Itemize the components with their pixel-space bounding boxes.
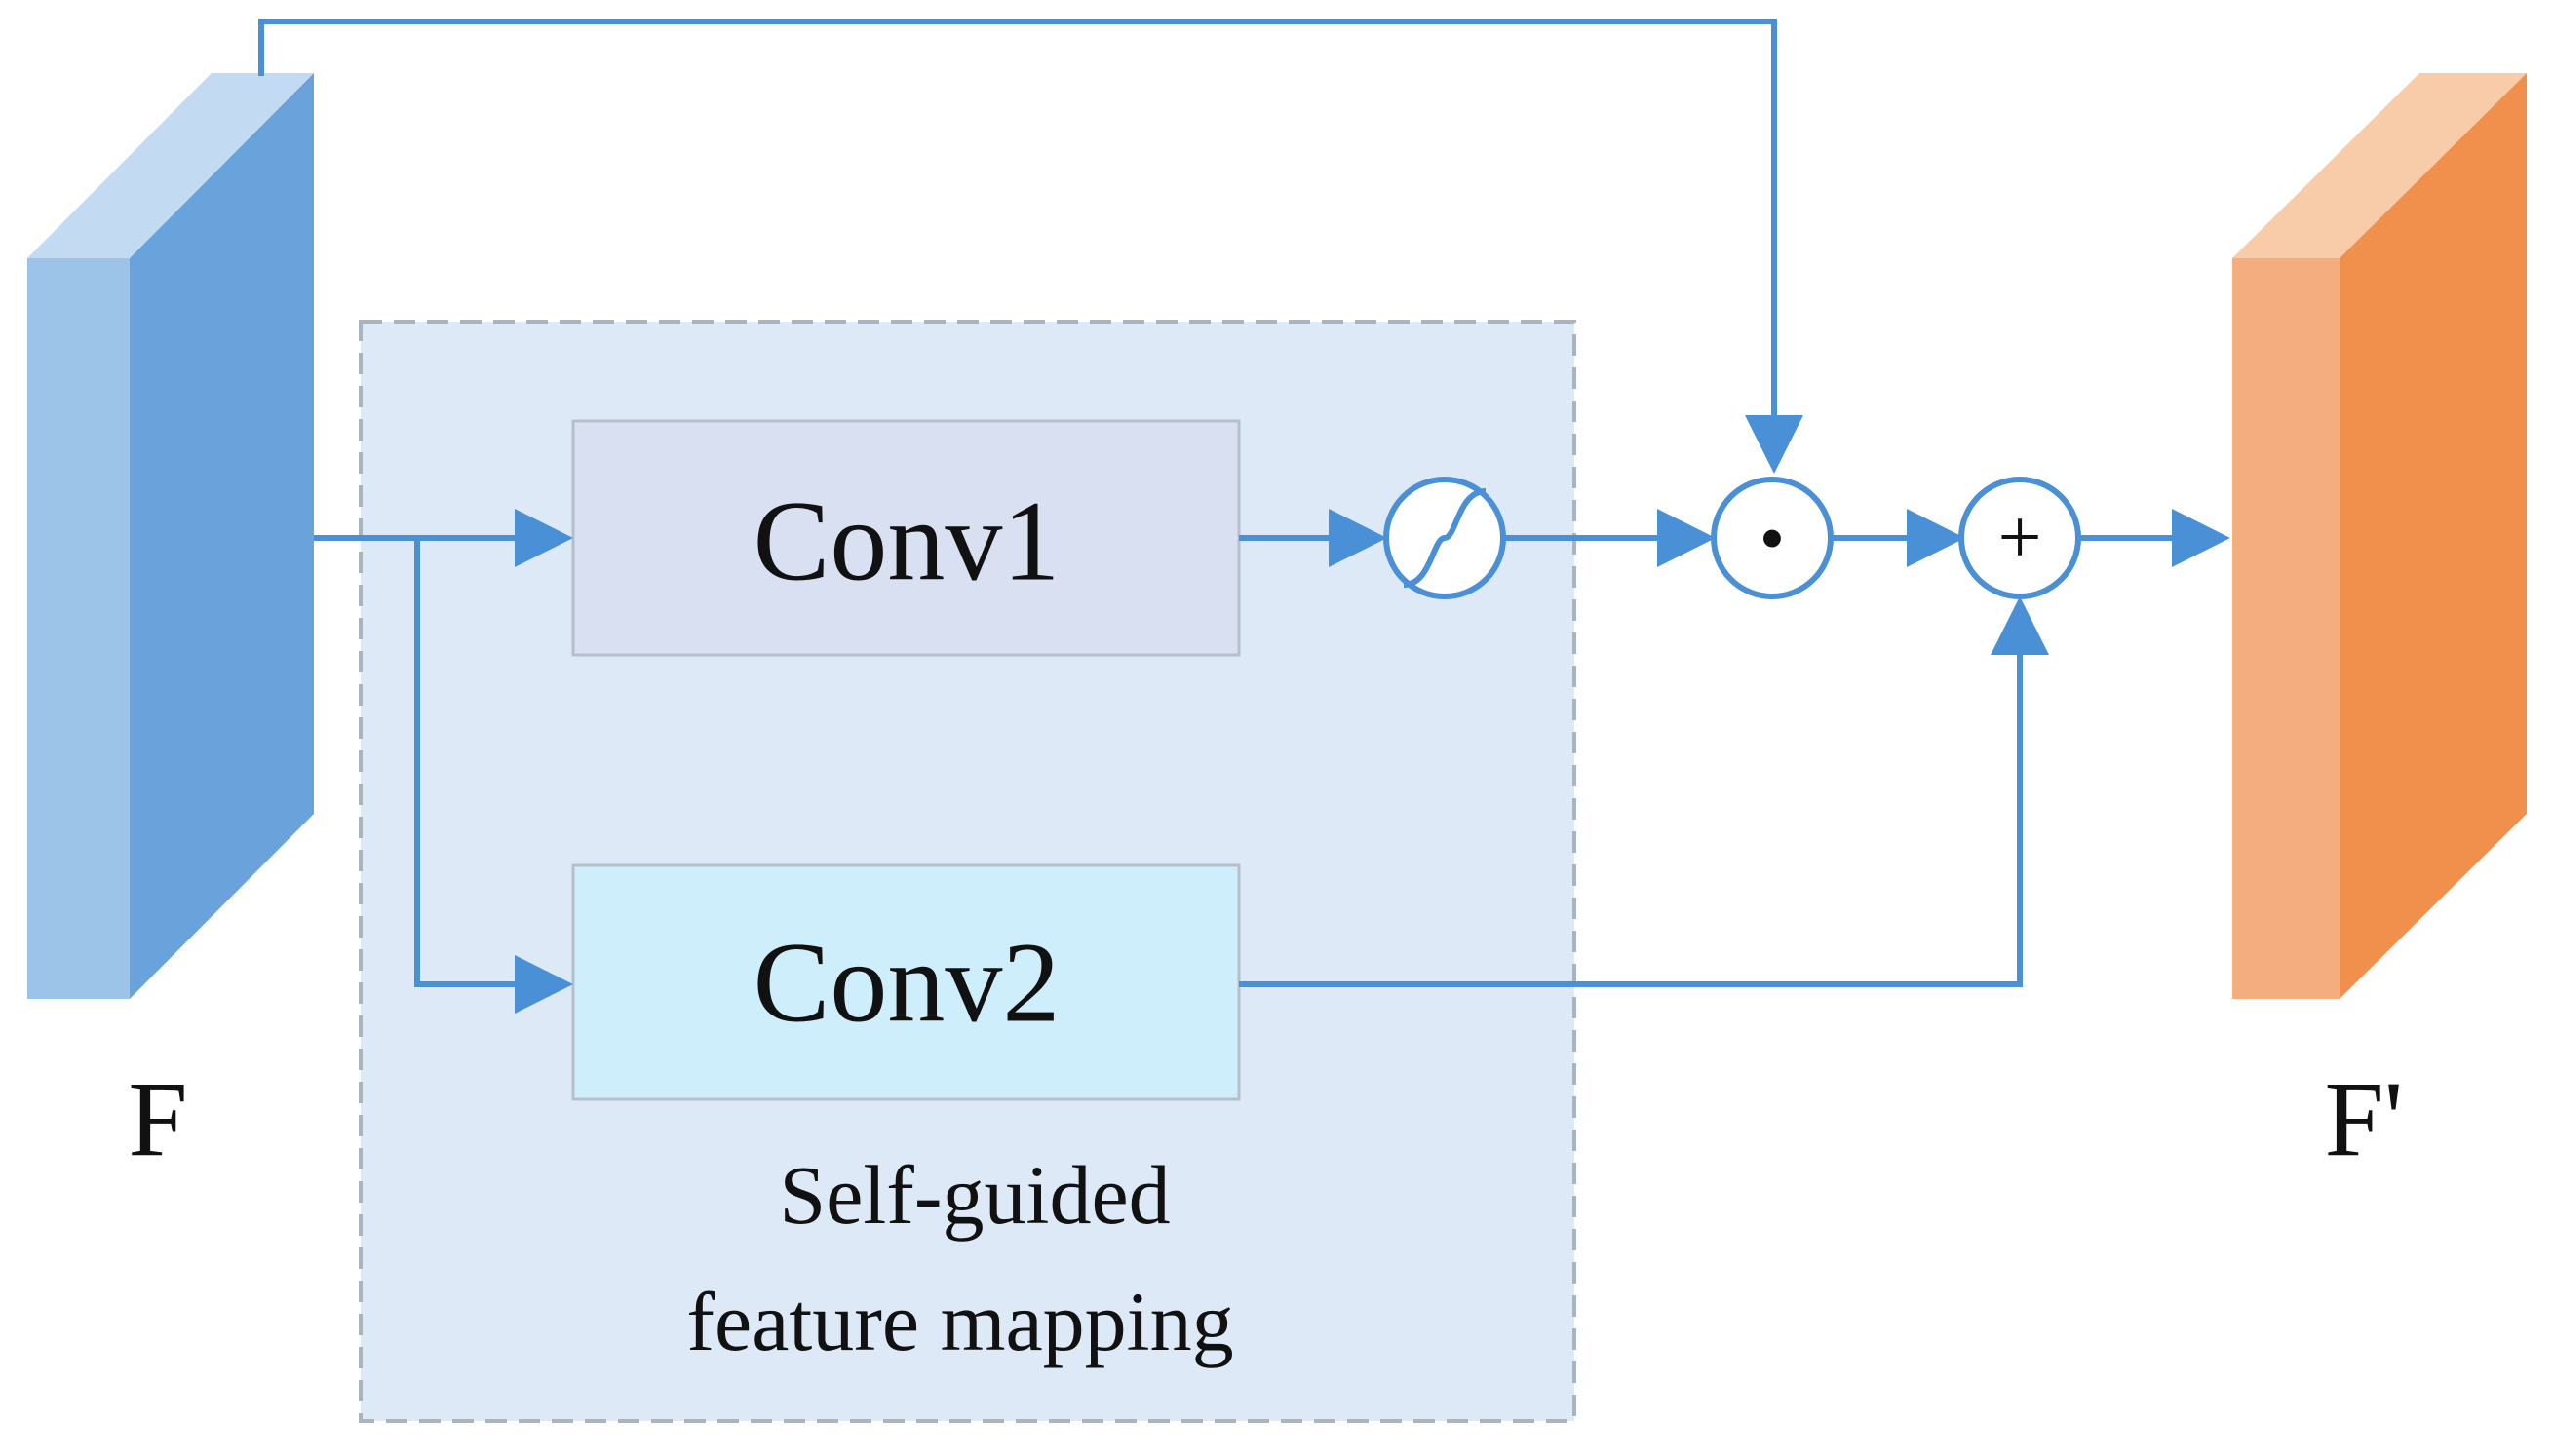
conv1-box [571,419,1241,657]
sigmoid-icon [1383,477,1506,599]
output-feature-map [2232,73,2527,999]
skip-connection-arrow [258,19,1803,474]
input-slab-front [130,73,314,999]
region-label-line1: Self-guided [779,1148,1170,1242]
multiply-node-circle [1711,477,1834,599]
conv1-label: Conv1 [754,478,1061,605]
conv2-to-add-arrow [1239,596,2049,987]
input-slab-side [27,258,130,999]
conv2-label: Conv2 [754,919,1061,1047]
add-symbol: + [1997,495,2041,581]
input-to-conv2-arrow [414,538,573,1014]
output-label: F' [2325,1059,2404,1178]
output-slab-front [2340,73,2527,999]
output-slab-side [2232,258,2340,999]
output-slab-top [2232,73,2527,258]
input-label: F [128,1059,187,1178]
multiply-node: · [1711,477,1834,599]
multiply-symbol: · [1755,479,1791,597]
input-feature-map [27,73,314,999]
add-node-circle [1958,477,2081,599]
input-slab-top [27,73,314,258]
add-node: + [1958,477,2081,599]
region-label-line2: feature mapping [686,1275,1233,1368]
